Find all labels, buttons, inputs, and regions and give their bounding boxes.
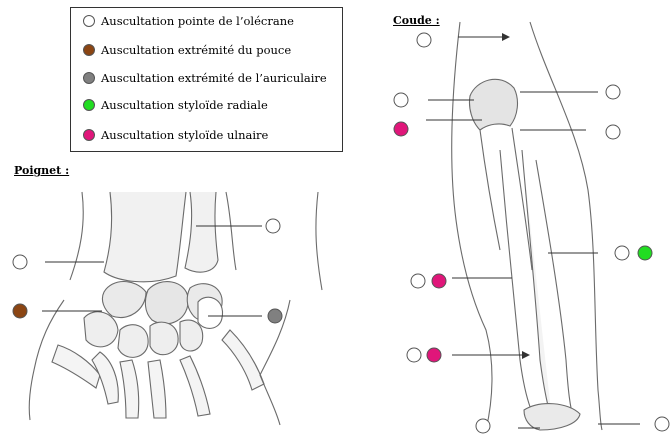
pink-marker-icon <box>427 348 441 362</box>
arrow-head <box>522 351 530 359</box>
white-marker-icon <box>394 93 408 107</box>
arrow-head <box>502 33 510 41</box>
white-marker-icon <box>13 255 27 269</box>
pink-marker-icon <box>432 274 446 288</box>
green-marker-icon <box>638 246 652 260</box>
white-marker-icon <box>606 85 620 99</box>
elbow-illustration <box>452 22 602 430</box>
pink-marker-icon <box>394 122 408 136</box>
brown-marker-icon <box>13 304 27 318</box>
gray-marker-icon <box>268 309 282 323</box>
white-marker-icon <box>606 125 620 139</box>
white-marker-icon <box>476 419 490 433</box>
white-marker-icon <box>655 417 669 431</box>
white-marker-icon <box>407 348 421 362</box>
white-marker-icon <box>615 246 629 260</box>
white-marker-icon <box>411 274 425 288</box>
white-marker-icon <box>417 33 431 47</box>
white-marker-icon <box>266 219 280 233</box>
